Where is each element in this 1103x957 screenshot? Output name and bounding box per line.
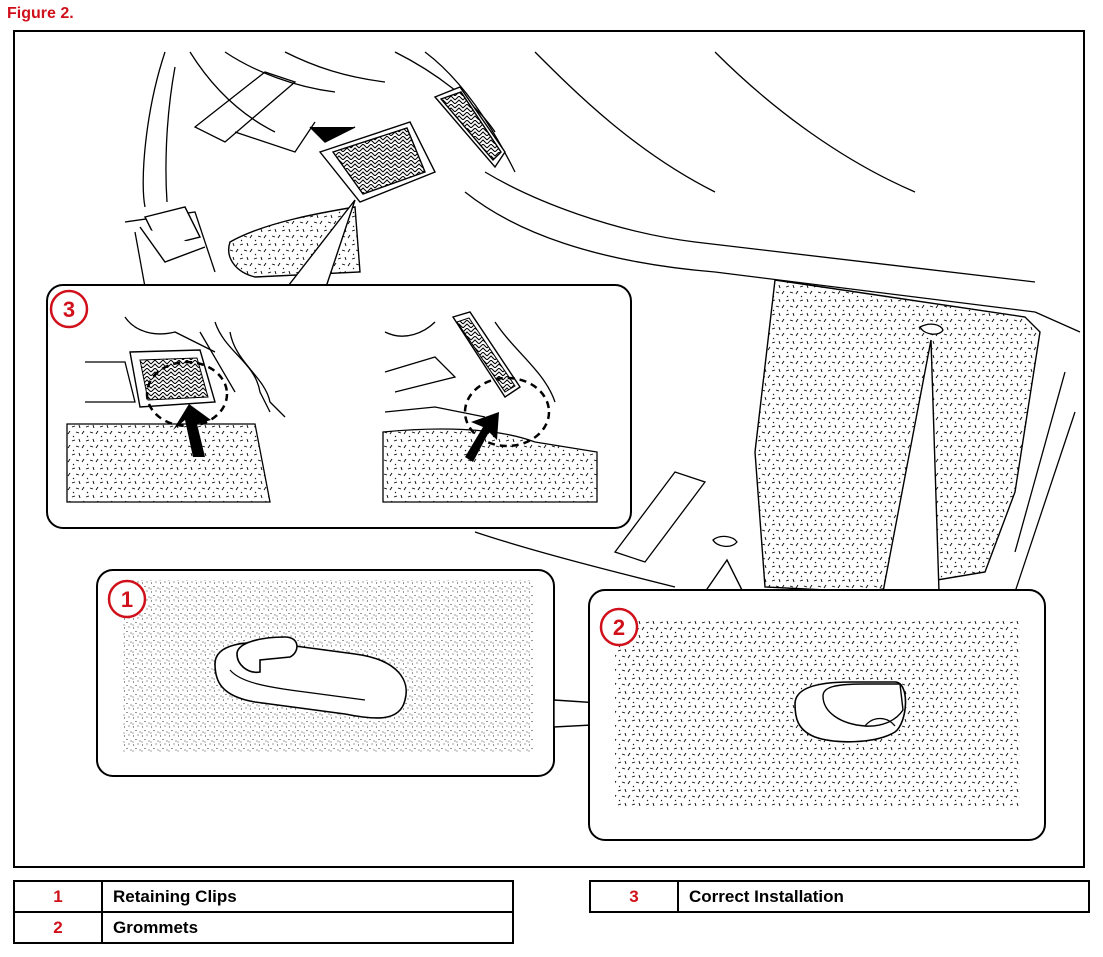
brake-pedal	[309, 121, 436, 203]
footrest	[139, 206, 206, 263]
legend-label: Retaining Clips	[101, 880, 514, 913]
legend-row: 2 Grommets	[13, 911, 514, 944]
grommet-small-front	[712, 535, 738, 547]
legend-label: Correct Installation	[677, 880, 1090, 913]
callout-1: 1	[107, 579, 147, 619]
illustration-frame: 3 1 2	[13, 30, 1085, 868]
legend-table-left: 1 Retaining Clips 2 Grommets	[13, 880, 514, 944]
legend-number: 2	[13, 911, 103, 944]
arrow-left	[173, 404, 211, 457]
legend-table-right: 3 Correct Installation	[589, 880, 1090, 913]
accelerator-pedal	[433, 86, 506, 169]
figure-title: Figure 2.	[7, 5, 74, 22]
floor-mat-illustration: 3 1 2	[46, 51, 1081, 841]
legend-label: Grommets	[101, 911, 514, 944]
highlight-circle-right	[463, 376, 551, 448]
legend-row: 1 Retaining Clips	[13, 880, 514, 913]
legend-number: 3	[589, 880, 679, 913]
rear-floor-mat	[754, 279, 1041, 593]
highlight-circle-left	[145, 360, 229, 428]
inset-grommet	[588, 589, 1046, 841]
vehicle-floor-linework	[124, 51, 1081, 593]
svg-text:2: 2	[613, 615, 625, 640]
svg-text:3: 3	[63, 297, 75, 322]
inset-correct-installation	[46, 284, 632, 529]
legend-row: 3 Correct Installation	[589, 880, 1090, 913]
grommet-small-rear	[919, 323, 944, 335]
arrow-right	[465, 412, 499, 462]
inset-retaining-clip	[96, 569, 781, 777]
callout-2: 2	[599, 607, 639, 647]
callout-3: 3	[49, 289, 89, 329]
svg-text:1: 1	[121, 587, 133, 612]
legend-number: 1	[13, 880, 103, 913]
